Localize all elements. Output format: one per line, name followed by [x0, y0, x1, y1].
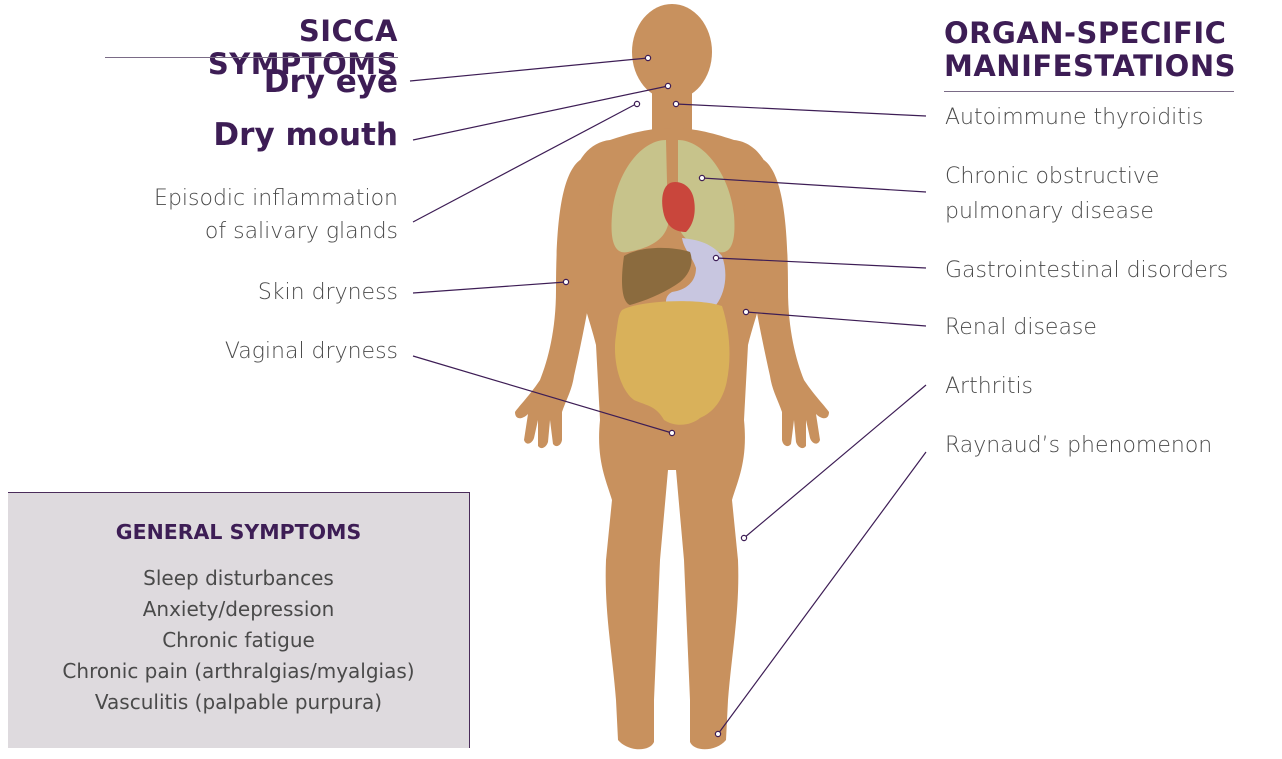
raynaud-label: Raynaud’s phenomenon: [945, 429, 1212, 462]
dry-eye-label: Dry eye: [264, 64, 398, 100]
gastrointestinal-label: Gastrointestinal disorders: [945, 254, 1228, 287]
dry-mouth-label: Dry mouth: [213, 117, 398, 153]
copd-label-line2: pulmonary disease: [945, 195, 1154, 228]
general-item: Chronic pain (arthralgias/myalgias): [8, 656, 469, 687]
general-list: Sleep disturbances Anxiety/depression Ch…: [8, 563, 469, 718]
general-item: Vasculitis (palpable purpura): [8, 687, 469, 718]
organ-heading-line2: MANIFESTATIONS: [944, 50, 1244, 83]
general-symptoms-box: GENERAL SYMPTOMS Sleep disturbances Anxi…: [8, 492, 470, 748]
renal-label: Renal disease: [945, 311, 1097, 344]
organ-heading-line1: ORGAN-SPECIFIC: [944, 17, 1244, 50]
arthritis-label: Arthritis: [945, 370, 1033, 403]
copd-label-line1: Chronic obstructive: [945, 160, 1159, 193]
general-item: Anxiety/depression: [8, 594, 469, 625]
thyroiditis-label: Autoimmune thyroiditis: [945, 101, 1203, 134]
sicca-heading-rule: [105, 57, 398, 58]
skin-dryness-label: Skin dryness: [258, 276, 398, 309]
vaginal-dryness-label: Vaginal dryness: [225, 335, 398, 368]
organs: [612, 140, 735, 425]
organ-heading: ORGAN-SPECIFIC MANIFESTATIONS: [944, 17, 1244, 83]
general-heading: GENERAL SYMPTOMS: [8, 520, 469, 544]
organ-heading-rule: [944, 91, 1234, 92]
general-item: Sleep disturbances: [8, 563, 469, 594]
salivary-inflammation-label: Episodic inflammation of salivary glands: [154, 182, 398, 248]
general-item: Chronic fatigue: [8, 625, 469, 656]
